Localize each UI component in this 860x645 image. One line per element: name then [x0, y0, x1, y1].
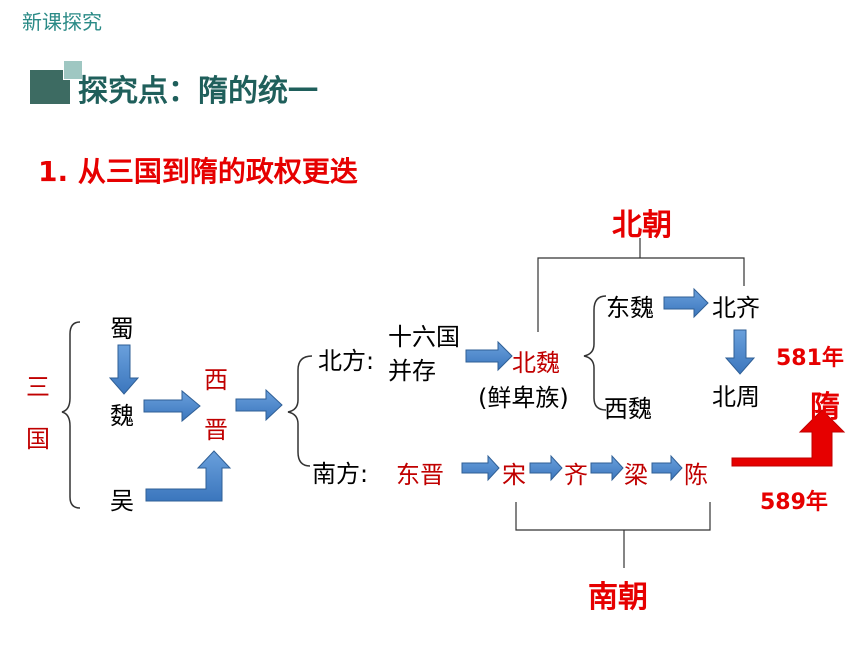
- eastern-wei-label: 东魏: [606, 294, 654, 322]
- arrow-northern-qi-to-northern-zhou: [724, 329, 756, 375]
- liang-label: 梁: [624, 461, 648, 489]
- xianbei-label: (鲜卑族): [478, 384, 569, 412]
- northern-zhou-label: 北周: [712, 383, 760, 411]
- arrow-jin-to-split: [235, 388, 283, 422]
- wei-label: 魏: [110, 402, 134, 430]
- three-kingdoms-label-2: 国: [26, 425, 50, 453]
- shu-label: 蜀: [110, 315, 134, 343]
- arrow-wei-to-jin: [143, 389, 201, 423]
- section-title: 探究点：隋的统一: [78, 74, 318, 109]
- southern-dynasties-label: 南朝: [588, 580, 648, 615]
- section-marker-accent-icon: [63, 60, 83, 80]
- northern-qi-label: 北齐: [712, 294, 760, 322]
- sui-label: 隋: [810, 390, 840, 425]
- northern-dynasties-bracket: [537, 257, 745, 332]
- qi-label: 齐: [564, 461, 588, 489]
- subtitle: 1. 从三国到隋的政权更迭: [38, 155, 358, 188]
- northern-wei-split-brace: [583, 295, 607, 411]
- arrow-dongjin-to-song: [461, 454, 500, 482]
- eastern-jin-label: 东晋: [396, 461, 444, 489]
- arrow-liang-to-chen: [651, 454, 683, 482]
- western-jin-label-1: 西: [204, 366, 228, 394]
- northern-dynasties-label: 北朝: [612, 208, 672, 243]
- arrow-qi-to-liang: [590, 454, 624, 482]
- three-kingdoms-brace: [61, 321, 81, 509]
- year-581-label: 581年: [776, 346, 844, 371]
- arrow-wu-to-jin: [145, 450, 232, 502]
- north-south-brace: [287, 355, 313, 467]
- arrow-eastern-wei-to-northern-qi: [663, 287, 709, 319]
- coexist-label: 并存: [388, 357, 436, 385]
- arrow-to-sui: [731, 409, 846, 467]
- wu-label: 吴: [110, 487, 134, 515]
- song-label: 宋: [502, 461, 526, 489]
- north-label: 北方:: [318, 347, 375, 375]
- southern-dynasties-bracket: [515, 502, 711, 531]
- chen-label: 陈: [684, 461, 708, 489]
- northern-wei-label: 北魏: [512, 349, 560, 377]
- arrow-song-to-qi: [529, 454, 563, 482]
- arrow-sixteen-to-northern-wei: [465, 340, 513, 372]
- three-kingdoms-label-1: 三: [26, 373, 50, 401]
- sixteen-kingdoms-label: 十六国: [388, 323, 460, 351]
- south-label: 南方:: [312, 460, 369, 488]
- header-label: 新课探究: [22, 10, 102, 34]
- western-jin-label-2: 晋: [204, 416, 228, 444]
- western-wei-label: 西魏: [604, 395, 652, 423]
- year-589-label: 589年: [760, 490, 828, 515]
- arrow-shu-to-wei: [108, 344, 140, 395]
